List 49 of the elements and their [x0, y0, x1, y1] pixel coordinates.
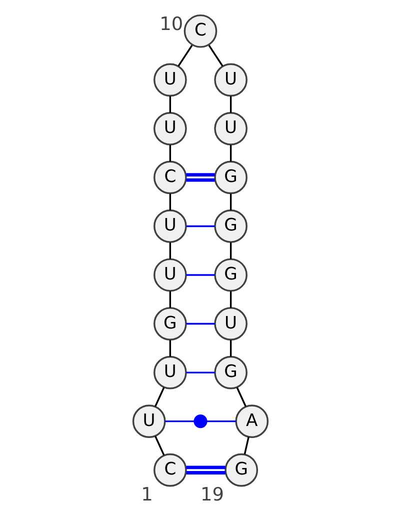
connector [243, 436, 249, 454]
node-circle: U [153, 112, 186, 145]
connector [186, 274, 214, 276]
node-dot [193, 414, 207, 428]
connector [168, 242, 171, 259]
node-circle: U [153, 355, 186, 389]
connector [168, 144, 171, 162]
connector [229, 144, 232, 162]
node-circle: G [224, 452, 258, 486]
node-circle: G [153, 306, 186, 340]
connector [168, 340, 171, 356]
node-label: 1 [140, 484, 152, 506]
connector [229, 242, 232, 259]
node-circle: U [132, 404, 166, 438]
node-circle: A [234, 404, 268, 438]
connector [186, 371, 214, 373]
connector [186, 224, 214, 227]
connector [186, 172, 214, 182]
connector [168, 96, 171, 112]
connector [229, 290, 232, 308]
node-label: 10 [159, 14, 183, 35]
connector [229, 96, 232, 112]
connector [154, 386, 164, 406]
connector [229, 340, 232, 356]
node-circle: U [153, 209, 186, 242]
connector [186, 322, 214, 324]
node-circle: U [153, 258, 186, 292]
node-circle: U [214, 306, 247, 340]
connector [168, 290, 171, 308]
connector [177, 44, 192, 66]
connector [236, 386, 246, 406]
node-label: 19 [200, 484, 224, 506]
node-circle: U [214, 62, 247, 96]
connector [154, 435, 164, 456]
node-circle: C [153, 160, 186, 194]
node-circle: U [153, 62, 186, 96]
node-circle: C [153, 452, 186, 486]
connector [229, 193, 232, 210]
node-circle: G [214, 209, 247, 242]
node-circle: G [214, 355, 247, 389]
connector [168, 193, 171, 210]
node-circle: G [214, 160, 247, 194]
node-circle: C [183, 14, 217, 48]
connector [208, 44, 223, 66]
connector [164, 420, 194, 422]
node-circle: G [214, 258, 247, 292]
node-circle: U [214, 112, 247, 145]
connector [186, 465, 225, 474]
connector [206, 420, 236, 422]
